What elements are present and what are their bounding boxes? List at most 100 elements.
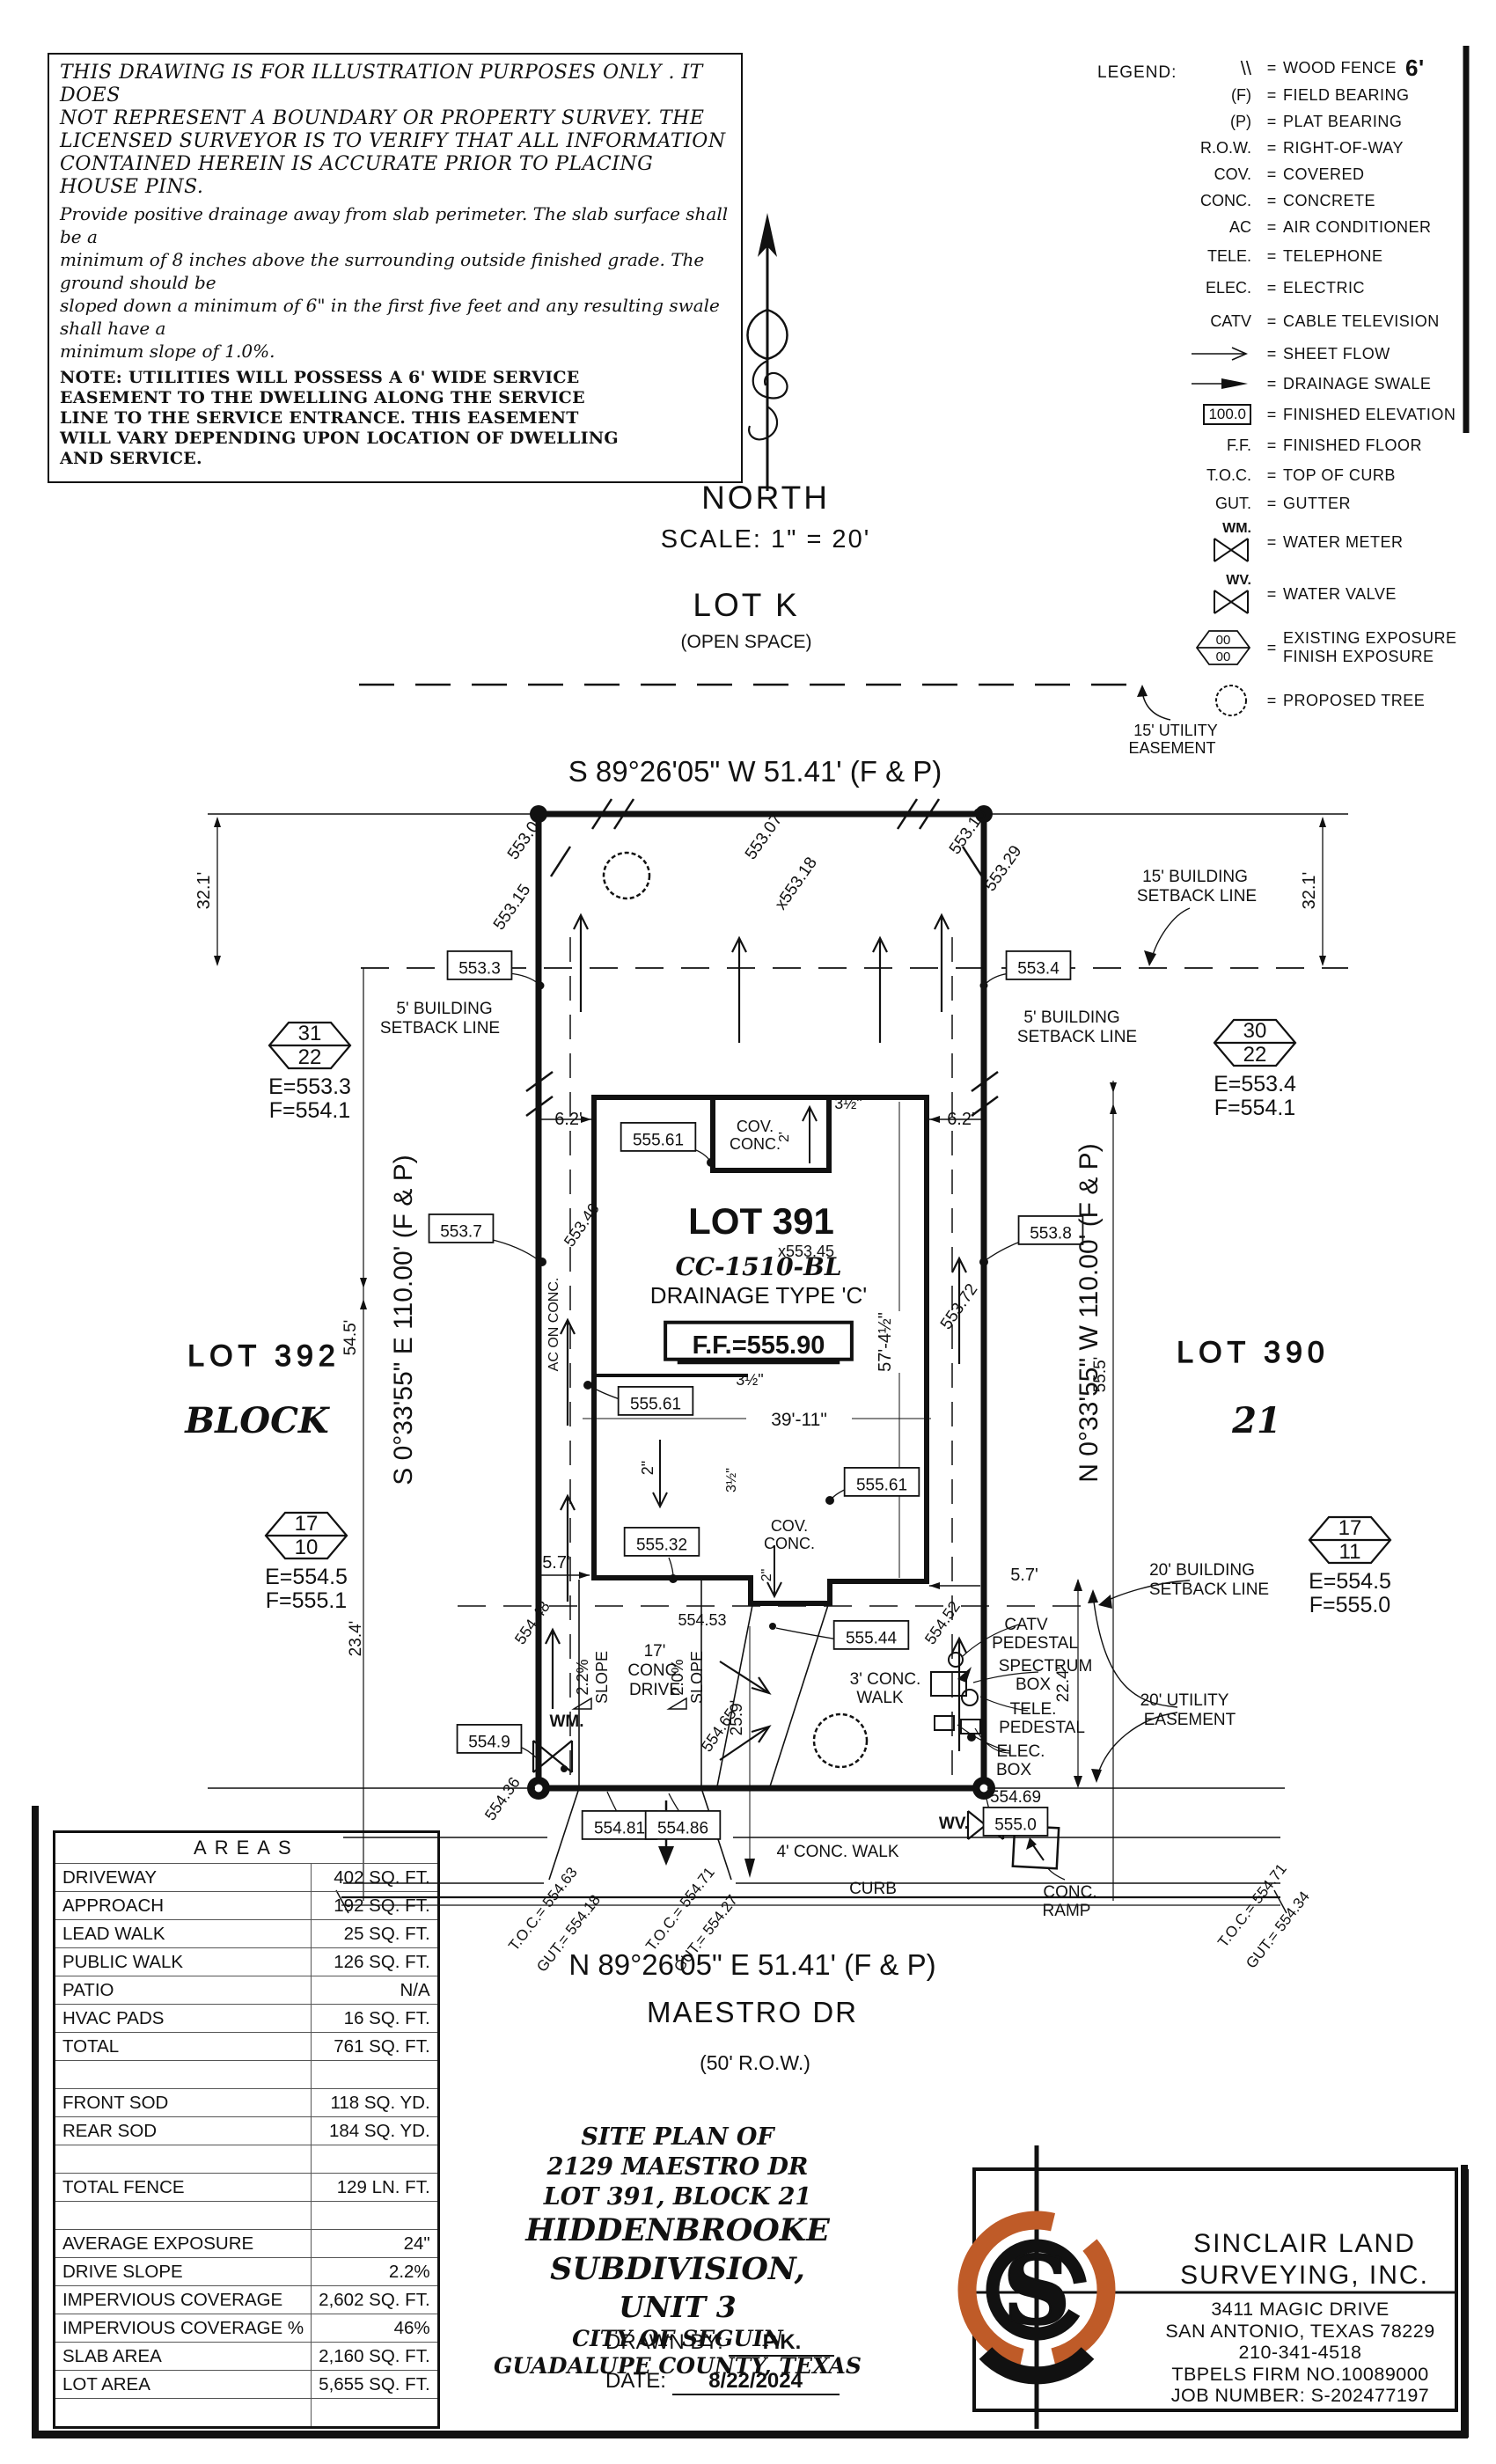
legend-symbol: COV. [1214, 165, 1251, 183]
plan-label: PEDESTAL [999, 1719, 1085, 1737]
sheet-flow-arrows [719, 1661, 772, 1761]
plan-boxed-label: 553.4 [1005, 950, 1072, 980]
plan-boxed-label: 555.61 [620, 1122, 697, 1152]
plan-label: 553.15 [490, 881, 535, 934]
svg-text:554.81: 554.81 [594, 1819, 645, 1837]
drawn-by-row: DRAWN BY: P.K. [605, 2330, 835, 2357]
areas-row-label: PUBLIC WALK [53, 1947, 312, 1976]
plan-label: CONC. [730, 1135, 781, 1153]
areas-row-value: 126 SQ. FT. [311, 1947, 439, 1976]
disclaimer-notes: THIS DRAWING IS FOR ILLUSTRATION PURPOSE… [48, 53, 743, 483]
lot-boundary [535, 810, 987, 1792]
plan-label: 32.1' [1300, 872, 1319, 910]
note-line: WILL VARY DEPENDING UPON LOCATION OF DWE… [60, 429, 619, 448]
proposed-tree-icon [602, 851, 651, 900]
legend-item: (F)=FIELD BEARING [1135, 82, 1483, 108]
plan-label: 57'-4½" [876, 1312, 895, 1372]
plan-label: WM. [549, 1712, 583, 1731]
plan-label: SLOPE [593, 1651, 611, 1704]
svg-text:E=553.3: E=553.3 [268, 1074, 351, 1099]
legend-item: R.O.W.=RIGHT-OF-WAY [1135, 135, 1483, 161]
title-line: CITY OF SEGUIN [572, 2326, 783, 2351]
sheet-border-bottom [32, 2431, 1468, 2438]
bearing-north: S 89°26'05" W 51.41' (F & P) [568, 755, 942, 788]
areas-row-label: HVAC PADS [53, 2004, 312, 2033]
legend-label: TOP OF CURB [1283, 466, 1396, 484]
svg-text:F.F.=555.90: F.F.=555.90 [693, 1331, 825, 1360]
note-line: AND SERVICE. [60, 449, 202, 468]
plan-label: BLOCK [184, 1400, 331, 1441]
plan-label: COV. [771, 1517, 808, 1535]
legend-label: SHEET FLOW [1283, 344, 1390, 363]
legend-equals: = [1266, 374, 1277, 392]
areas-row-value: 24" [311, 2229, 439, 2258]
fence-hash-marks [525, 798, 999, 1118]
svg-text:F=555.1: F=555.1 [266, 1588, 347, 1613]
legend-item: WM.=WATER METER [1135, 517, 1483, 568]
plan-label: 554.52 [921, 1598, 964, 1648]
areas-row-label: IMPERVIOUS COVERAGE % [53, 2314, 312, 2343]
svg-text:E=554.5: E=554.5 [1309, 1569, 1391, 1594]
areas-row-value: N/A [311, 1976, 439, 2005]
plan-boxed-label: 554.81 [581, 1810, 658, 1840]
legend-equals: = [1266, 691, 1277, 709]
firm-address: 3411 MAGIC DRIVE SAN ANTONIO, TEXAS 7822… [1144, 2299, 1456, 2407]
plan-boxed-label: 553.7 [428, 1214, 495, 1243]
legend-symbol: CONC. [1200, 191, 1251, 209]
legend-item: =DRAINAGE SWALE [1135, 369, 1483, 399]
legend-item: (P)=PLAT BEARING [1135, 108, 1483, 135]
plan-label: CATV [1004, 1616, 1048, 1634]
plan-label: 15' BUILDING [1142, 868, 1248, 886]
svg-text:30: 30 [1243, 1019, 1267, 1043]
utilities-note: NOTE: UTILITIES WILL POSSESS A 6' WIDE S… [60, 368, 732, 469]
plan-boxed-label: 555.44 [832, 1620, 910, 1650]
plan-label: x553.45 [778, 1243, 834, 1260]
plan-label: AC ON CONC. [546, 1278, 561, 1372]
areas-row-value: 16 SQ. FT. [311, 2004, 439, 2033]
svg-text:553.7: 553.7 [440, 1222, 482, 1241]
areas-row-label: DRIVEWAY [53, 1863, 312, 1892]
areas-row-value: 118 SQ. YD. [311, 2088, 439, 2117]
legend-equals: = [1266, 344, 1277, 363]
plan-label: COV. [737, 1118, 774, 1135]
plan-label: EASEMENT [1144, 1711, 1236, 1729]
areas-row-label: LEAD WALK [53, 1919, 312, 1948]
north-arrow-icon [746, 213, 788, 491]
plan-label: PEDESTAL [992, 1634, 1078, 1653]
title-line: GUADALUPE COUNTY, TEXAS [493, 2353, 862, 2380]
plan-label: CURB [849, 1880, 897, 1898]
areas-row-value: 25 SQ. FT. [311, 1919, 439, 1948]
driveway [548, 1580, 829, 1881]
svg-text:E=553.4: E=553.4 [1214, 1072, 1296, 1096]
plan-label: 32.1' [194, 872, 214, 910]
plan-label: LOT 392 [187, 1339, 341, 1373]
title-line: HIDDENBROOKE SUBDIVISION, [525, 2212, 830, 2287]
areas-row-label: APPROACH [53, 1891, 312, 1920]
plan-label: TELE. [1010, 1700, 1057, 1719]
plan-label: 54.5' [341, 1320, 360, 1356]
note-line: LINE TO THE SERVICE ENTRANCE. THIS EASEM… [60, 408, 579, 428]
legend-item: F.F.=FINISHED FLOOR [1135, 430, 1483, 460]
utility-symbols [930, 1652, 981, 1742]
areas-row: IMPERVIOUS COVERAGE %46% [53, 2314, 439, 2343]
wood-fence-icon: \\ [1240, 56, 1251, 79]
areas-row-value: 2.2% [311, 2257, 439, 2286]
areas-row-value: 5,655 SQ. FT. [311, 2370, 439, 2399]
legend-equals: = [1266, 436, 1277, 454]
finished-elevation-icon: 100.0 [1135, 404, 1260, 425]
areas-row [53, 2398, 439, 2428]
plan-label: 553.04 [504, 810, 549, 863]
curb [335, 1889, 1287, 1914]
disclaimer-line: CONTAINED HEREIN IS ACCURATE PRIOR TO PL… [60, 153, 654, 198]
water-valve-icon: WV. [1135, 573, 1260, 615]
plan-label: SETBACK LINE [380, 1019, 500, 1038]
row-label: (50' R.O.W.) [700, 2051, 810, 2074]
areas-row-label [53, 2145, 312, 2174]
plan-label: 2.0% [669, 1659, 686, 1695]
areas-row-label: TOTAL FENCE [53, 2173, 312, 2202]
legend-equals: = [1266, 85, 1277, 104]
